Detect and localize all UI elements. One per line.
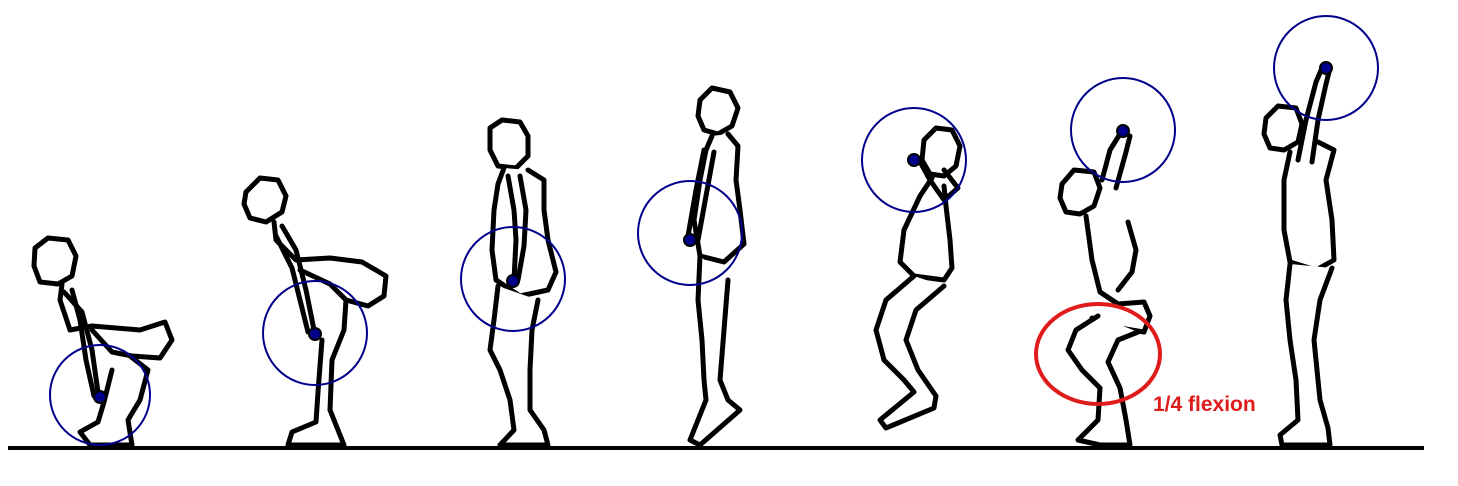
flexion-annotation-label: 1/4 flexion [1153,393,1256,416]
lifter-figure-recovery [1261,65,1337,448]
barbell-plate-recovery [1273,15,1379,121]
lifter-figure-second-pull [685,85,747,448]
lifter-figure-turnover [873,125,963,431]
quarter-flexion-highlight [1034,302,1162,406]
barbell-plate-catch [1070,77,1176,183]
barbell-plate-second-pull [637,180,743,286]
barbell-plate-first-pull [262,280,368,386]
barbell-plate-transition [460,226,566,332]
barbell-plate-turnover [861,107,967,213]
lifter-figure-first-pull [241,175,389,448]
lifter-figure-start-position [31,235,175,448]
lifter-figure-transition [487,117,559,448]
barbell-plate-start-position [49,344,151,446]
